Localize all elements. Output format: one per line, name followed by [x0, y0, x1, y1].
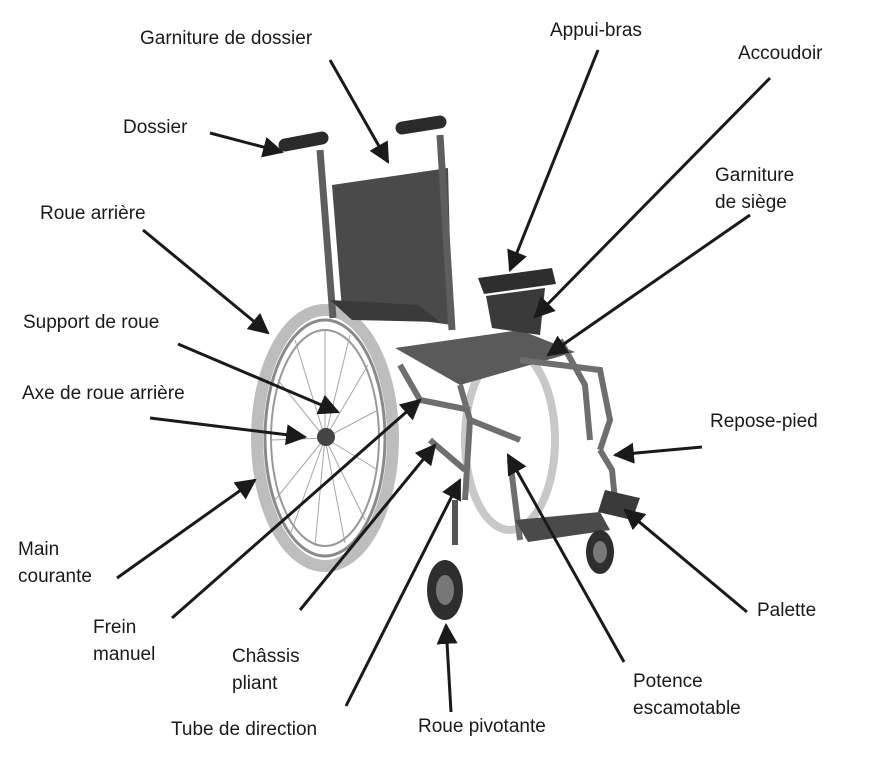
- arrow-frein-manuel: [171, 398, 422, 620]
- seat: [330, 268, 575, 385]
- label-frein-manuel: Frein manuel: [93, 617, 156, 665]
- arrow-main-courante: [116, 478, 257, 580]
- label-axe-roue: Axe de roue arrière: [22, 383, 185, 404]
- label-main-courante: Main courante: [18, 539, 92, 587]
- arrow-accoudoir: [533, 76, 772, 319]
- label-garniture-siege: Garniture de siège: [715, 165, 795, 213]
- rear-wheel: [251, 304, 399, 572]
- label-palette: Palette: [757, 600, 817, 621]
- arrow-repose-pied: [612, 442, 703, 464]
- label-dossier: Dossier: [123, 117, 188, 138]
- backrest: [278, 115, 456, 331]
- arrow-palette: [623, 508, 748, 614]
- arrow-garniture-siege: [546, 213, 751, 357]
- label-appui-bras: Appui-bras: [550, 20, 642, 41]
- label-accoudoir: Accoudoir: [738, 43, 823, 64]
- label-arrows: [116, 49, 772, 713]
- label-tube-direction: Tube de direction: [171, 719, 318, 740]
- arrow-potence-escamotable: [506, 453, 626, 663]
- arrow-tube-direction: [344, 478, 462, 707]
- arrow-garniture-dossier: [328, 59, 390, 164]
- label-roue-arriere: Roue arrière: [40, 203, 146, 224]
- arrow-appui-bras: [507, 49, 600, 272]
- label-potence-escamotable: Potence escamotable: [633, 671, 741, 719]
- caster-wheel-rear: [586, 530, 614, 574]
- label-repose-pied: Repose-pied: [710, 411, 818, 432]
- arrow-roue-arriere: [142, 228, 270, 335]
- arrow-dossier: [209, 131, 285, 158]
- caster-wheel-front: [427, 500, 463, 620]
- label-garniture-dossier: Garniture de dossier: [140, 28, 313, 49]
- arrow-axe-roue: [149, 416, 308, 446]
- arrow-support-roue: [177, 342, 340, 415]
- label-roue-pivotante: Roue pivotante: [418, 716, 546, 737]
- arrow-roue-pivotante: [436, 622, 458, 713]
- label-chassis-pliant: Châssis pliant: [232, 646, 300, 694]
- footrest: [515, 448, 640, 542]
- arrow-chassis-pliant: [298, 443, 437, 611]
- label-support-roue: Support de roue: [23, 312, 160, 333]
